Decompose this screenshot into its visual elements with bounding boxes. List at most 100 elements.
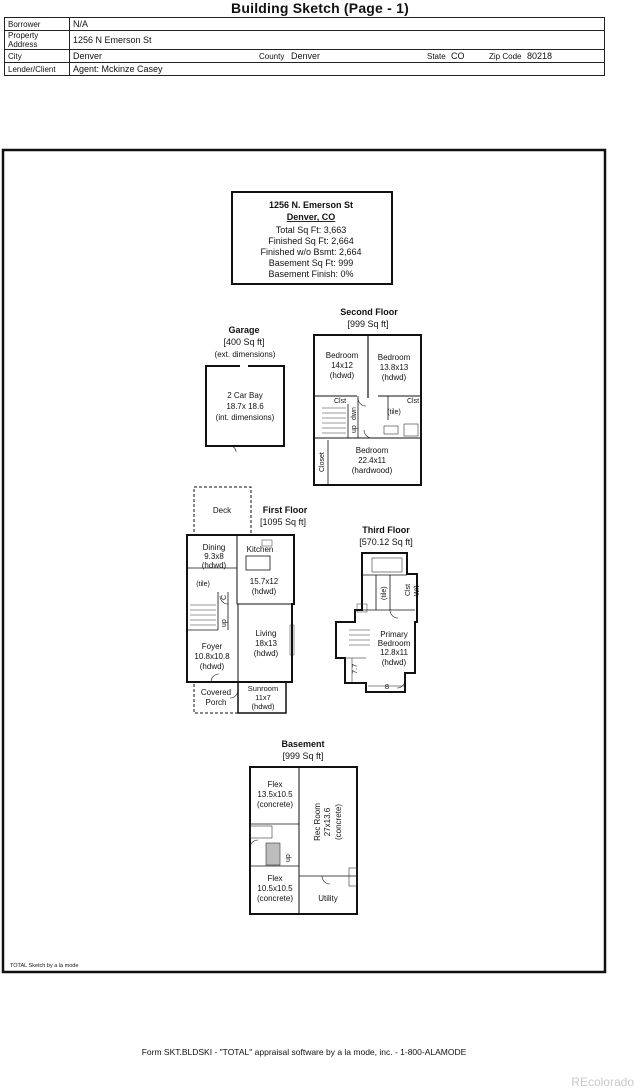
flex1-floor: (concrete) xyxy=(257,800,293,809)
porch-name-2: Porch xyxy=(206,698,227,707)
property-header-table: Borrower N/A Property Address 1256 N Eme… xyxy=(4,17,605,76)
sketch-frame xyxy=(1,148,607,974)
state-value: CO xyxy=(451,51,465,61)
second-closet-long: Closet xyxy=(319,452,326,472)
second-bed1-floor: (hdwd) xyxy=(330,371,355,380)
utility-name: Utility xyxy=(318,894,338,903)
third-closet: Clst xyxy=(405,584,412,596)
watermark: REcolorado xyxy=(571,1075,634,1089)
living-floor: (hdwd) xyxy=(254,649,279,658)
second-stair-up: up xyxy=(351,425,358,433)
basement-stair-up: up xyxy=(285,854,292,862)
garage-sqft: [400 Sq ft] xyxy=(223,337,264,347)
first-closet-c: C xyxy=(221,595,228,600)
second-bed2-dims: 13.8x13 xyxy=(380,363,409,372)
porch-name: Covered xyxy=(201,688,231,697)
primary-bed-dims: 12.8x11 xyxy=(380,648,408,657)
second-bed3-floor: (hardwood) xyxy=(352,466,393,475)
rec-room-name: Rec Room xyxy=(313,803,322,841)
dining-dims: 9.3x8 xyxy=(204,552,224,561)
second-closet2: Clst xyxy=(407,398,419,405)
flex1-name: Flex xyxy=(267,780,282,789)
third-tile: (tile) xyxy=(381,586,388,600)
third-dim-horizontal: 8 xyxy=(385,682,389,691)
second-bed2-name: Bedroom xyxy=(378,353,411,362)
second-bed1-name: Bedroom xyxy=(326,351,359,360)
foyer-name: Foyer xyxy=(202,642,223,651)
city-row: Denver County Denver State CO Zip Code 8… xyxy=(69,49,605,63)
summary-address: 1256 N. Emerson St xyxy=(269,200,353,210)
garage-title: Garage xyxy=(228,325,259,335)
foyer-floor: (hdwd) xyxy=(200,662,225,671)
first-floor-sqft: [1095 Sq ft] xyxy=(260,517,306,527)
county-value: Denver xyxy=(291,51,321,61)
dining-name: Dining xyxy=(203,543,226,552)
kitchen-floor: (hdwd) xyxy=(252,587,277,596)
first-floor-title: First Floor xyxy=(263,505,308,515)
sunroom-name: Sunroom xyxy=(248,684,278,693)
sunroom-dims: 11x7 xyxy=(255,693,271,702)
living-dims: 18x13 xyxy=(255,639,277,648)
second-floor-title: Second Floor xyxy=(340,307,398,317)
basement-plan: Basement [999 Sq ft] Flex 13.5x10.5 (con… xyxy=(249,739,358,915)
garage-room-dims: 18.7x 18.6 xyxy=(226,402,264,411)
living-name: Living xyxy=(256,629,277,638)
second-bed3-name: Bedroom xyxy=(356,446,389,455)
second-floor-sqft: [999 Sq ft] xyxy=(347,319,388,329)
summary-finished: Finished Sq Ft: 2,664 xyxy=(268,236,354,246)
deck-outline xyxy=(193,486,252,536)
third-floor-plan: Third Floor [570.12 Sq ft] (tile) Clst W… xyxy=(335,525,421,693)
summary-basement-finish: Basement Finish: 0% xyxy=(268,269,353,279)
basement-title: Basement xyxy=(281,739,324,749)
second-stair-down: dwn xyxy=(351,407,358,420)
second-floor-plan: Second Floor [999 Sq ft] Bedroom 14x12 (… xyxy=(313,307,422,486)
third-floor-sqft: [570.12 Sq ft] xyxy=(359,537,413,547)
flex2-name: Flex xyxy=(267,874,282,883)
third-floor-title: Third Floor xyxy=(362,525,410,535)
third-dim-vertical: 7.7 xyxy=(350,664,359,674)
primary-bed-name-2: Bedroom xyxy=(378,639,411,648)
state-label: State xyxy=(427,51,446,61)
second-bed2-floor: (hdwd) xyxy=(382,373,407,382)
primary-bed-floor: (hdwd) xyxy=(382,658,407,667)
sunroom-floor: (hdwd) xyxy=(252,702,275,711)
kitchen-dims: 15.7x12 xyxy=(250,577,279,586)
second-bed1-dims: 14x12 xyxy=(331,361,353,370)
flex2-dims: 10.5x10.5 xyxy=(257,884,293,893)
deck-label: Deck xyxy=(213,506,232,515)
summary-basement: Basement Sq Ft: 999 xyxy=(269,258,354,268)
foyer-dims: 10.8x10.8 xyxy=(194,652,230,661)
page-title: Building Sketch (Page - 1) xyxy=(231,0,409,16)
city-value: Denver xyxy=(73,51,103,61)
first-stair-up: up xyxy=(221,619,228,627)
summary-city: Denver, CO xyxy=(287,212,336,222)
second-closet1: Clst xyxy=(334,398,346,405)
basement-sqft: [999 Sq ft] xyxy=(282,751,323,761)
first-floor-plan: First Floor [1095 Sq ft] Deck Dining 9.3… xyxy=(186,486,308,714)
county-label: County xyxy=(259,51,285,61)
dining-floor: (hdwd) xyxy=(202,561,227,570)
zip-value: 80218 xyxy=(527,51,553,61)
sketch-credit: TOTAL Sketch by a la mode xyxy=(10,963,78,969)
garage-room-note: (int. dimensions) xyxy=(216,413,275,422)
summary-box xyxy=(231,191,393,285)
third-walkin: W/I xyxy=(414,585,421,596)
kitchen-name: Kitchen xyxy=(247,545,274,554)
summary-total: Total Sq Ft: 3,663 xyxy=(276,225,347,235)
flex2-floor: (concrete) xyxy=(257,894,293,903)
rec-room-floor: (concrete) xyxy=(334,804,343,840)
flex1-dims: 13.5x10.5 xyxy=(257,790,293,799)
first-tile: (tile) xyxy=(196,581,210,588)
lender-value: Agent: Mckinze Casey xyxy=(69,62,605,76)
second-bed3-dims: 22.4x11 xyxy=(358,456,386,465)
rec-room-dims: 27x13.6 xyxy=(323,807,332,836)
second-tile: (tile) xyxy=(387,409,401,416)
zip-label: Zip Code xyxy=(489,51,522,61)
primary-bed-name: Primary xyxy=(380,630,408,639)
form-footer: Form SKT.BLDSKI - "TOTAL" appraisal soft… xyxy=(141,1047,467,1057)
garage-note: (ext. dimensions) xyxy=(215,350,276,359)
garage-plan: Garage [400 Sq ft] (ext. dimensions) 2 C… xyxy=(205,325,285,453)
garage-room-name: 2 Car Bay xyxy=(227,391,263,400)
summary-finished-no-bsmt: Finished w/o Bsmt: 2,664 xyxy=(260,247,361,257)
